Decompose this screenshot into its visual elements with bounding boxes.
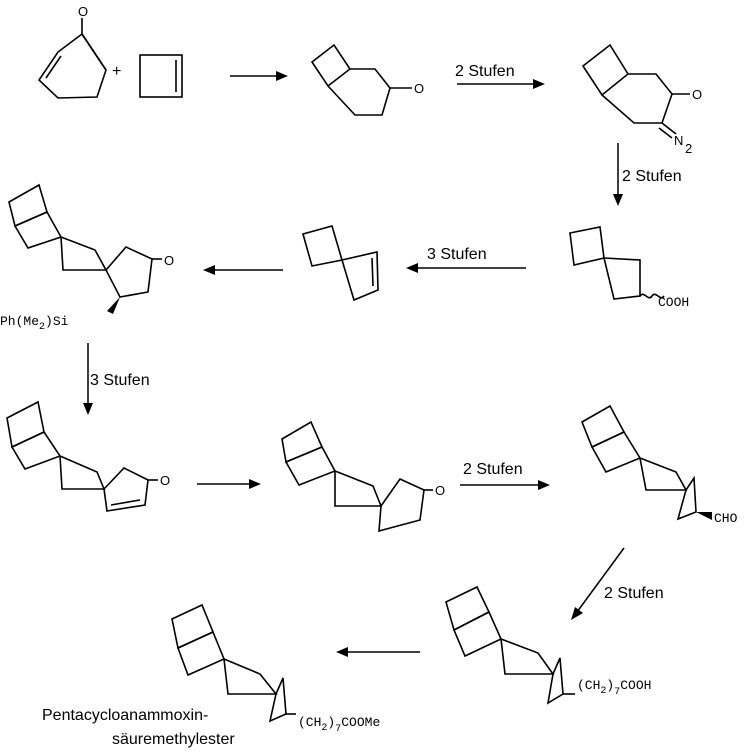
step-label: 3 Stufen [90, 372, 150, 389]
silyl-ladderane-ketone: O Ph(Me2)Si [0, 183, 174, 333]
step-label: 3 Stufen [427, 246, 487, 263]
seven-subscript: 7 [335, 724, 341, 735]
ladderane-ketone: O [281, 420, 445, 533]
diazo-label: N [674, 133, 683, 148]
ladderane-enone: O [6, 400, 170, 512]
product-name-line1: Pentacycloanammoxin- [42, 707, 208, 724]
oxygen-label: O [692, 87, 702, 102]
diazo-ketone: O N 2 [581, 43, 702, 156]
reaction-arrow: 2 Stufen [613, 143, 682, 206]
oxygen-label: O [164, 253, 174, 268]
cyclopentenone: O [37, 4, 107, 99]
step-label: 2 Stufen [622, 168, 682, 185]
cyclobutene [139, 54, 183, 98]
ch2-label-a: (CH [577, 678, 600, 693]
product-name-line2: säuremethylester [112, 731, 235, 748]
reaction-arrow [336, 647, 420, 657]
reaction-arrow [197, 479, 261, 489]
oxygen-label: O [414, 81, 424, 96]
silyl-subscript: 2 [39, 322, 45, 333]
reaction-arrow [230, 71, 288, 81]
step-label: 2 Stufen [463, 461, 523, 478]
coome-label: COOMe [341, 715, 380, 730]
oxygen-label: O [435, 483, 445, 498]
bicyclic-ketone: O [310, 43, 424, 116]
oxygen-label: O [160, 473, 170, 488]
bicyclic-acid: COOH [569, 226, 689, 310]
ch2-subscript: 2 [600, 686, 606, 697]
ch2-label-a: (CH [298, 715, 321, 730]
diazo-subscript: 2 [685, 141, 692, 156]
ladderane-acid: (CH2)7COOH [445, 585, 651, 705]
cooh-label: COOH [658, 295, 689, 310]
ladderane-aldehyde: CHO [580, 404, 738, 526]
seven-subscript: 7 [614, 687, 620, 698]
plus-sign: + [112, 63, 121, 80]
silyl-label-a: Ph(Me [0, 314, 39, 329]
oxygen-label: O [78, 4, 88, 19]
reaction-arrow: 3 Stufen [406, 246, 526, 273]
cooh-label: COOH [620, 678, 651, 693]
ch2-subscript: 2 [321, 723, 327, 734]
ladderane-ester: (CH2)7COOMe [171, 603, 380, 735]
ch2-label-b: ) [327, 715, 335, 730]
reaction-arrow [203, 265, 283, 275]
chain-label: (CH2)7COOH [577, 678, 651, 698]
reaction-arrow: 2 Stufen [460, 461, 550, 490]
silyl-label: Ph(Me2)Si [0, 314, 69, 333]
cho-label: CHO [714, 511, 738, 526]
reaction-arrow: 3 Stufen [83, 343, 150, 415]
reaction-arrow: 2 Stufen [571, 547, 664, 620]
reaction-arrow: 2 Stufen [455, 63, 545, 89]
bicyclic-alkene [302, 225, 379, 302]
step-label: 2 Stufen [455, 63, 515, 80]
ch2-label-b: ) [606, 678, 614, 693]
silyl-label-b: )Si [45, 314, 69, 329]
step-label: 2 Stufen [604, 585, 664, 602]
ester-chain-label: (CH2)7COOMe [298, 715, 380, 735]
